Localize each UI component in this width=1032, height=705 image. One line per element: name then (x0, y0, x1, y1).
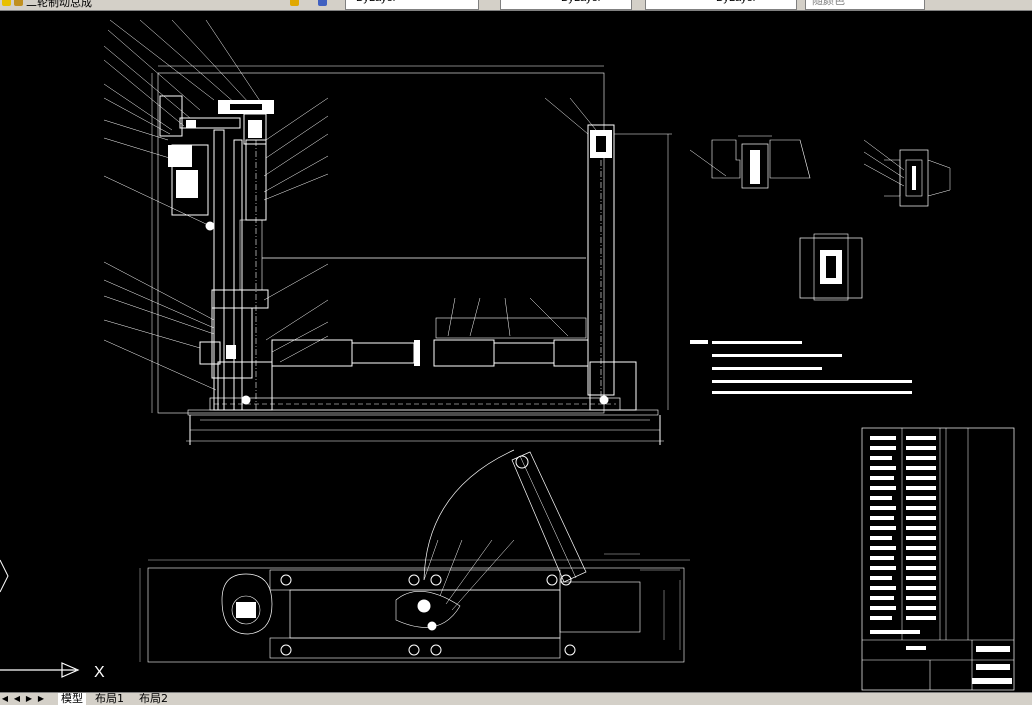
layer-select-value: ByLayer (356, 0, 396, 8)
plan-view (139, 449, 690, 663)
tab-layout2[interactable]: 布局2 (139, 692, 168, 705)
linetype-select-value: ByLayer (716, 0, 756, 8)
detail-views (689, 135, 951, 301)
ucs-x-label: X (94, 664, 105, 681)
layer-icon[interactable] (318, 0, 327, 6)
cad-drawing: X (0, 19, 1015, 691)
lineweight-select-value: 随颜色 (812, 0, 845, 7)
lineweight-select[interactable]: 随颜色 (805, 0, 925, 10)
tab-layout1[interactable]: 布局1 (95, 692, 124, 705)
next-tab-button[interactable]: ▶ (25, 694, 33, 703)
sun-icon[interactable] (290, 0, 299, 6)
layer-select[interactable]: ByLayer (345, 0, 479, 10)
layout-tabs-bar: ◀ ◀ ▶ ▶ 模型 布局1 布局2 (0, 692, 1032, 705)
color-select[interactable]: ByLayer (500, 0, 632, 10)
linetype-select[interactable]: ByLayer (645, 0, 797, 10)
color-select-value: ByLayer (561, 0, 601, 8)
properties-toolbar: 二轮制动总成 ByLayer ByLayer ByLayer 随颜色 (0, 0, 1032, 11)
tab-model[interactable]: 模型 (58, 693, 86, 705)
open-folder-icon[interactable] (2, 0, 11, 6)
title-block (861, 427, 1015, 691)
layer-state-icon[interactable] (14, 0, 23, 6)
ucs-icon: X (0, 559, 105, 681)
technical-notes (690, 340, 912, 394)
drawing-canvas[interactable]: X (0, 11, 1032, 692)
file-name-label: 二轮制动总成 (26, 0, 92, 9)
last-tab-button[interactable]: ▶ (37, 694, 45, 703)
front-view (103, 19, 672, 445)
prev-tab-button[interactable]: ◀ (13, 694, 21, 703)
parts-list-text (870, 436, 1012, 684)
first-tab-button[interactable]: ◀ (1, 694, 9, 703)
